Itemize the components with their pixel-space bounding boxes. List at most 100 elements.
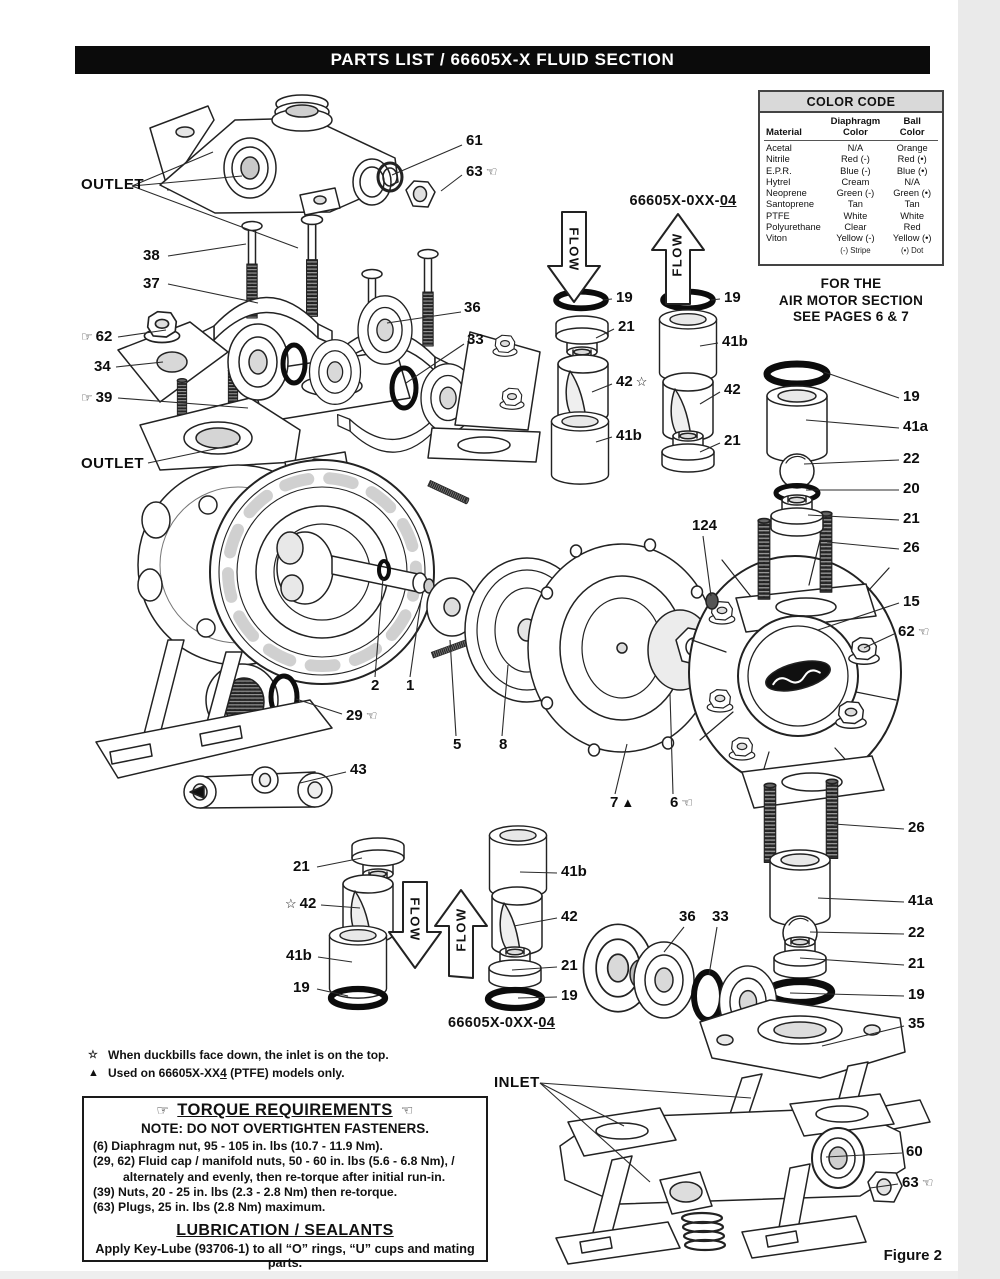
callout-29: 29☜: [346, 707, 378, 724]
air-motor-body-drawing: [95, 451, 475, 779]
flow-arrow-down-icon: [388, 881, 442, 969]
callout-37: 37: [143, 275, 160, 292]
hand-left-icon: ☜: [917, 624, 930, 639]
check-valve-train-drawing: [117, 295, 541, 471]
torque-item: (6) Diaphragm nut, 95 - 105 in. lbs (10.…: [93, 1139, 383, 1153]
duckbill-stack-top-right-drawing: [658, 292, 718, 473]
hand-left-icon: ☜: [400, 1102, 414, 1118]
callout-21: 21: [724, 432, 741, 449]
color-code-footnotes: (-) Stripe (•) Dot: [760, 245, 942, 255]
flow-label: FLOW: [566, 227, 582, 272]
callout-22: 22: [908, 924, 925, 941]
hand-right-icon: ☞: [81, 390, 93, 405]
torque-note: NOTE: DO NOT OVERTIGHTEN FASTENERS.: [140, 1121, 429, 1136]
callout-42: 42: [724, 381, 741, 398]
footnote-marker-icon: ☆: [88, 1049, 98, 1061]
footnote: ▲Used on 66605X-XX4 (PTFE) models only.: [88, 1065, 508, 1083]
hand-right-icon: ☞: [81, 329, 93, 344]
callout-63: 63☜: [902, 1174, 934, 1191]
model-number-top: 66605X-0XX-04: [629, 193, 737, 209]
callout-41b: 41b: [722, 333, 748, 350]
diagram-footnotes: ☆When duckbills face down, the inlet is …: [88, 1047, 508, 1082]
callout-20: 20: [903, 480, 920, 497]
torque-items: (6) Diaphragm nut, 95 - 105 in. lbs (10.…: [93, 1139, 477, 1215]
callout-19: 19: [616, 289, 633, 306]
callout-21: 21: [908, 955, 925, 972]
page-title: PARTS LIST / 66605X-X FLUID SECTION: [330, 50, 675, 69]
callout-5: 5: [453, 736, 462, 753]
callout-1: 1: [406, 677, 415, 694]
duckbill-stack-top-left-drawing: [550, 292, 610, 485]
flow-arrows: [388, 211, 705, 979]
torque-item: (63) Plugs, 25 in. lbs (2.8 Nm) maximum.: [93, 1200, 326, 1215]
flow-label: FLOW: [669, 232, 685, 277]
callout-41a: 41a: [903, 418, 929, 435]
callout-62: ☞62: [81, 328, 113, 345]
air-motor-note: FOR THE AIR MOTOR SECTION SEE PAGES 6 & …: [778, 276, 924, 324]
flow-arrow-up-icon: [434, 889, 488, 979]
callout-26: 26: [908, 819, 925, 836]
hand-left-icon: ☜: [485, 164, 498, 179]
callout-19: 19: [561, 987, 578, 1004]
lubrication-text: Apply Key-Lube (93706-1) to all “O” ring…: [95, 1242, 475, 1271]
fluid-cap-drawing: [688, 510, 902, 864]
model-number-bottom: 66605X-0XX-04: [448, 1015, 556, 1031]
torque-item: (39) Nuts, 20 - 25 in. lbs (2.3 - 2.8 Nm…: [93, 1184, 398, 1199]
outlet-manifold-drawing: [149, 94, 436, 216]
hand-left-icon: ☜: [681, 795, 693, 810]
callout-21: 21: [618, 318, 635, 335]
callout-36: 36: [464, 299, 481, 316]
callout-42: 42☆: [616, 373, 648, 390]
hand-right-icon: ☞: [156, 1102, 170, 1118]
flow-label: FLOW: [453, 907, 469, 952]
callout-41b: 41b: [561, 863, 587, 880]
callout-19: 19: [908, 986, 925, 1003]
header-rule: [764, 140, 938, 141]
duckbill-stack-bottom-left-drawing: [330, 837, 405, 1007]
callout-35: 35: [908, 1015, 925, 1032]
ball-check-stack-lower-drawing: [769, 849, 832, 1003]
callout-41a: 41a: [908, 892, 934, 909]
flow-arrow-down-icon: [547, 211, 601, 303]
inlet-manifold-drawing: [555, 1093, 906, 1265]
color-code-title: COLOR CODE: [760, 92, 942, 113]
lubrication-title: LUBRICATION / SEALANTS: [176, 1222, 394, 1240]
figure-label: Figure 2: [883, 1247, 942, 1264]
callout-21: 21: [561, 957, 578, 974]
color-code-row: E.P.R.Blue (-)Blue (•): [766, 165, 928, 176]
ball-check-stack-upper-drawing: [767, 364, 827, 537]
page-title-bar: PARTS LIST / 66605X-X FLUID SECTION: [75, 46, 930, 74]
hand-left-icon: ☜: [921, 1175, 934, 1190]
callout-43: 43: [350, 761, 367, 778]
callout-34: 34: [94, 358, 111, 375]
callout-outlet: OUTLET: [81, 455, 144, 472]
callout-39: ☞39: [81, 389, 113, 406]
callout-33: 33: [712, 908, 729, 925]
callout-41b: 41b: [286, 947, 312, 964]
col-material: Material: [766, 126, 802, 138]
stripe-note: (-) Stripe: [840, 245, 871, 255]
triangle-icon: ▲: [621, 795, 635, 810]
callout-42: ☆42: [285, 895, 317, 912]
scan-edge-right: [958, 0, 1000, 1279]
callout-8: 8: [499, 736, 508, 753]
callout-19: 19: [293, 979, 310, 996]
callout-7: 7▲: [610, 794, 635, 811]
scan-edge-bottom: [0, 1271, 958, 1279]
star-icon: ☆: [635, 374, 648, 389]
callout-26: 26: [903, 539, 920, 556]
footnote-marker-icon: ▲: [88, 1066, 99, 1079]
callout-60: 60: [906, 1143, 923, 1160]
bracket-drawing: [183, 766, 333, 809]
